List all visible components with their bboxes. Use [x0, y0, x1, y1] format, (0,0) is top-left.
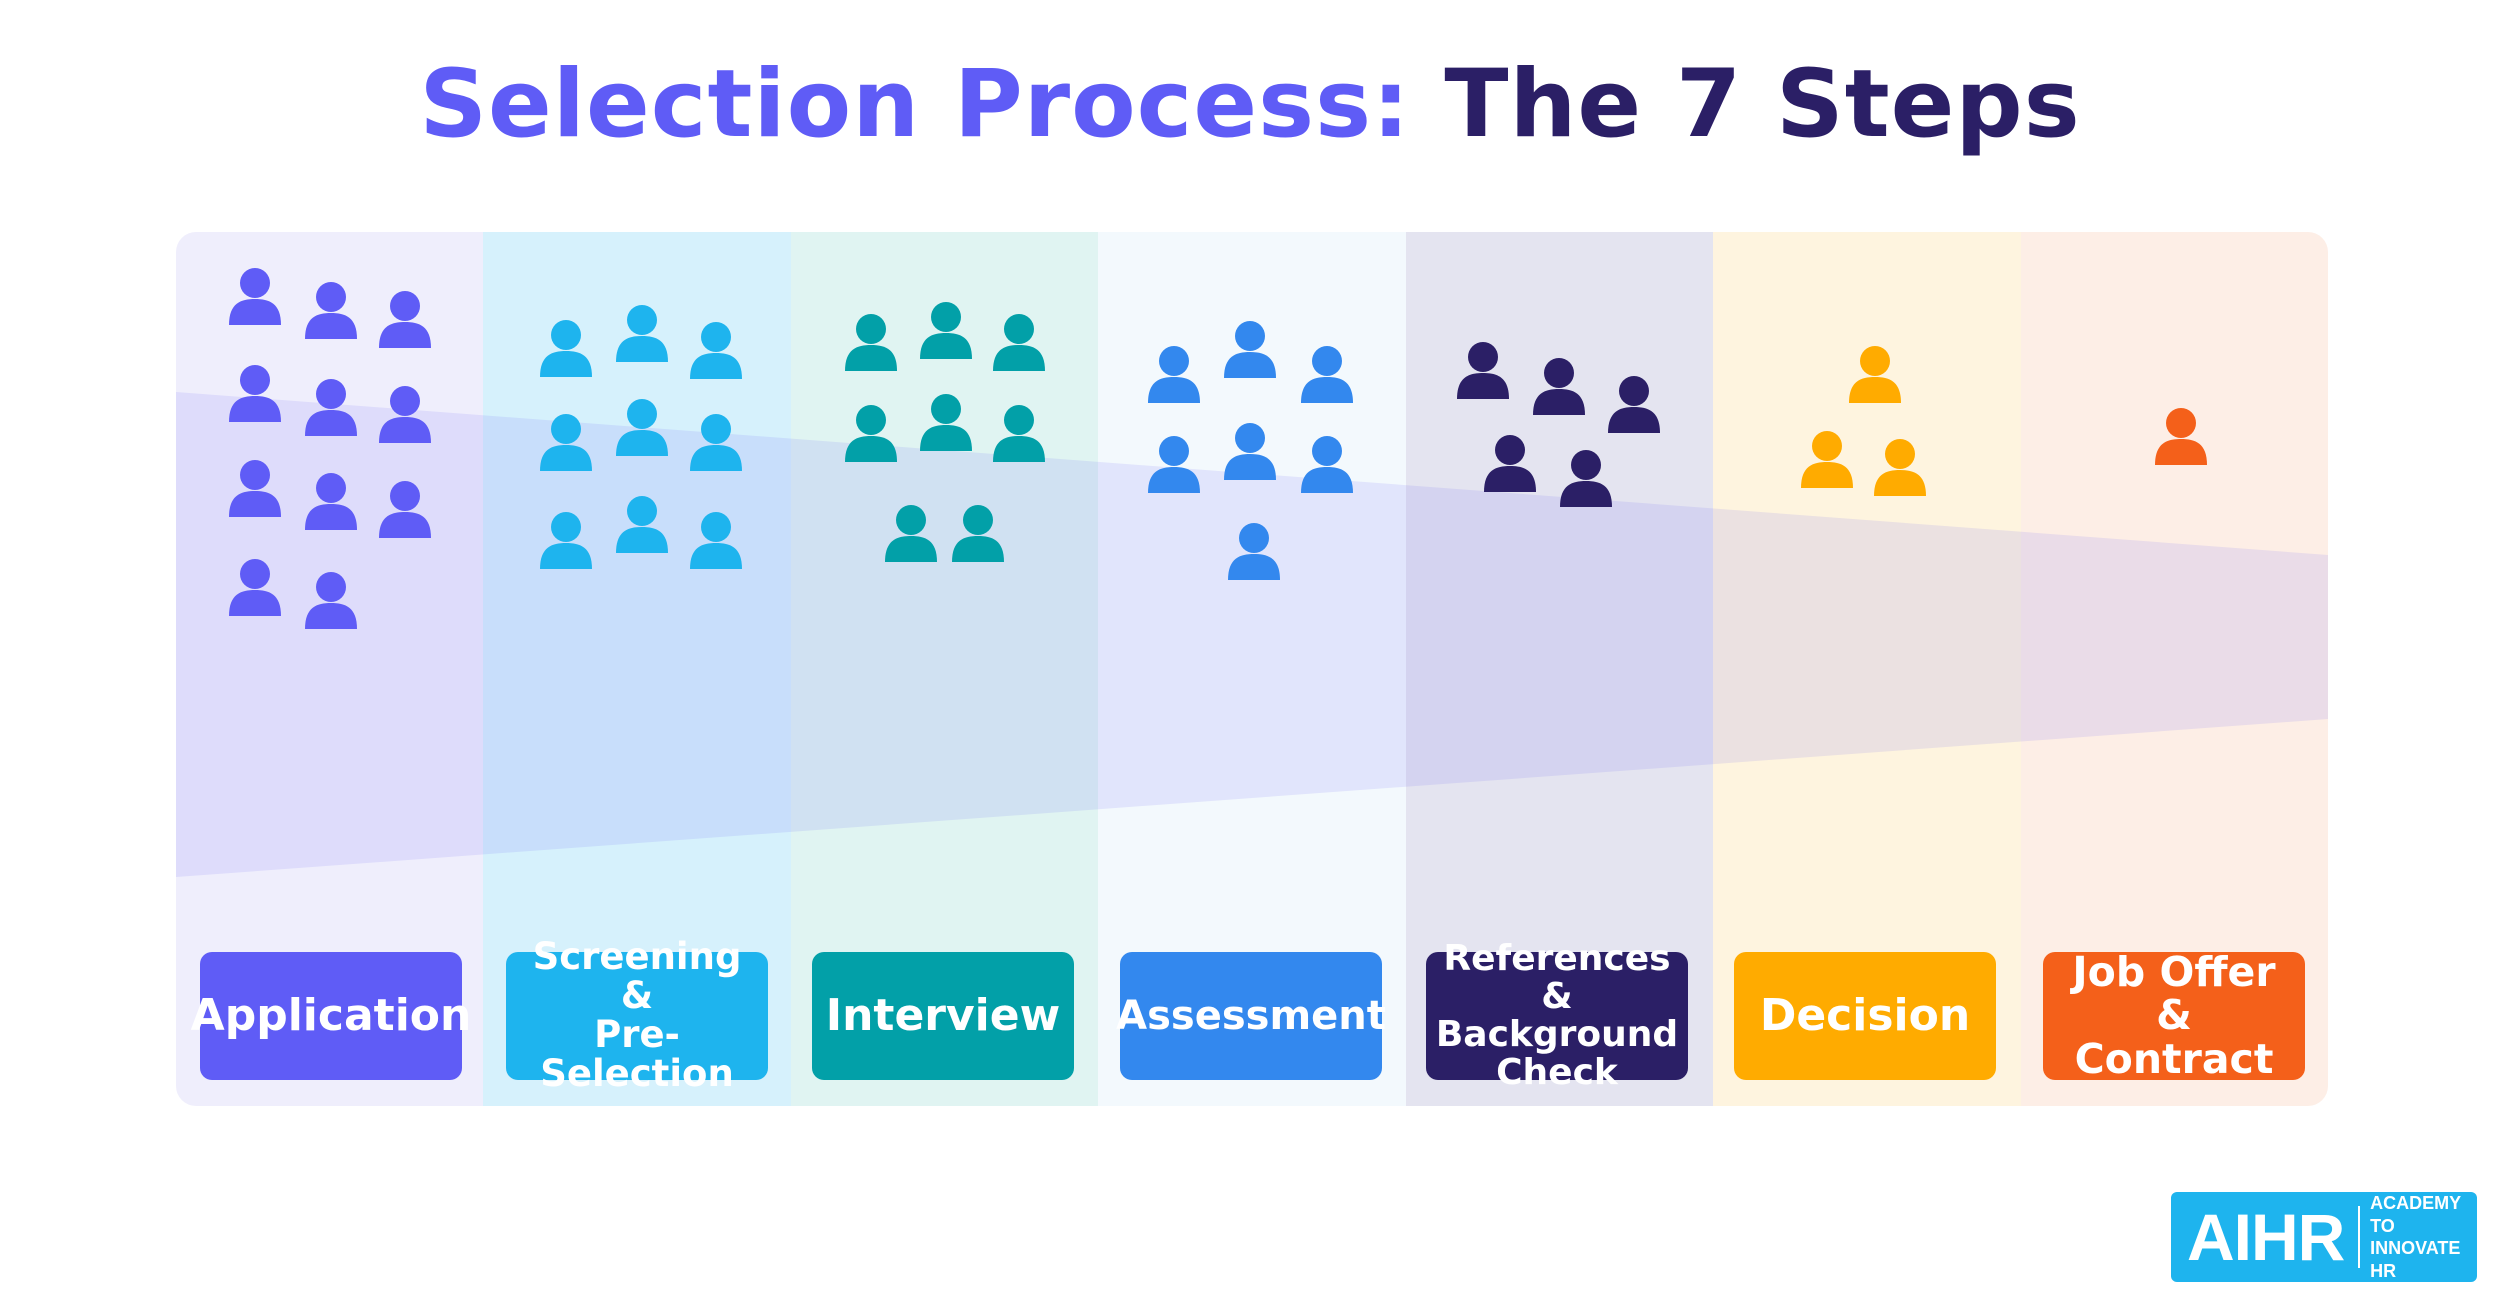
person-icon: [1224, 423, 1276, 480]
person-icon: [616, 399, 668, 456]
person-icon: [1874, 439, 1926, 496]
person-icon: [1533, 358, 1585, 415]
person-icon: [305, 572, 357, 629]
title-rest: The 7 Steps: [1444, 50, 2081, 159]
step-label-job-offer: Job Offer & Contract: [2043, 951, 2305, 1080]
aihr-logo: AIHR ACADEMY TO INNOVATE HR: [2171, 1192, 2477, 1282]
person-icon: [229, 365, 281, 422]
logo-tagline: ACADEMY TO INNOVATE HR: [2370, 1193, 2461, 1281]
person-icon: [229, 268, 281, 325]
person-icon: [616, 496, 668, 553]
person-icon: [993, 405, 1045, 462]
person-icon: [305, 379, 357, 436]
person-icon: [845, 405, 897, 462]
step-label-interview: Interview: [812, 952, 1074, 1080]
person-icon: [690, 512, 742, 569]
person-icon: [1484, 435, 1536, 492]
page-title: Selection Process: The 7 Steps: [0, 50, 2500, 159]
person-icon: [1457, 342, 1509, 399]
person-icon: [379, 291, 431, 348]
person-icon: [379, 386, 431, 443]
logo-divider: [2358, 1206, 2361, 1268]
person-icon: [1148, 436, 1200, 493]
step-label-assessment: Assessment: [1116, 952, 1386, 1080]
step-label-screening: Screening & Pre-Selection: [506, 937, 768, 1093]
person-icon: [305, 282, 357, 339]
person-icon: [1224, 321, 1276, 378]
funnel-graphic: [176, 268, 2328, 877]
person-icon: [1301, 436, 1353, 493]
person-icon: [920, 302, 972, 359]
person-icon: [540, 512, 592, 569]
person-icon: [885, 505, 937, 562]
person-icon: [845, 314, 897, 371]
person-icon: [1801, 431, 1853, 488]
person-icon: [2155, 408, 2207, 465]
person-icon: [229, 460, 281, 517]
person-icon: [1608, 376, 1660, 433]
person-icon: [993, 314, 1045, 371]
person-icon: [616, 305, 668, 362]
person-icon: [1560, 450, 1612, 507]
title-accent: Selection Process:: [419, 50, 1411, 159]
people-icons: [229, 268, 2207, 629]
person-icon: [229, 559, 281, 616]
person-icon: [540, 414, 592, 471]
person-icon: [690, 322, 742, 379]
person-icon: [305, 473, 357, 530]
step-label-application: Application: [191, 952, 471, 1080]
logo-mark: AIHR: [2187, 1200, 2345, 1274]
selection-funnel-diagram: Application Screening & Pre-Selection In…: [176, 232, 2328, 1106]
person-icon: [1849, 346, 1901, 403]
person-icon: [1228, 523, 1280, 580]
step-label-references: References & Background Check: [1426, 940, 1688, 1091]
person-icon: [690, 414, 742, 471]
person-icon: [920, 394, 972, 451]
person-icon: [540, 320, 592, 377]
person-icon: [1301, 346, 1353, 403]
person-icon: [952, 505, 1004, 562]
step-label-decision: Decision: [1734, 952, 1996, 1080]
person-icon: [379, 481, 431, 538]
person-icon: [1148, 346, 1200, 403]
